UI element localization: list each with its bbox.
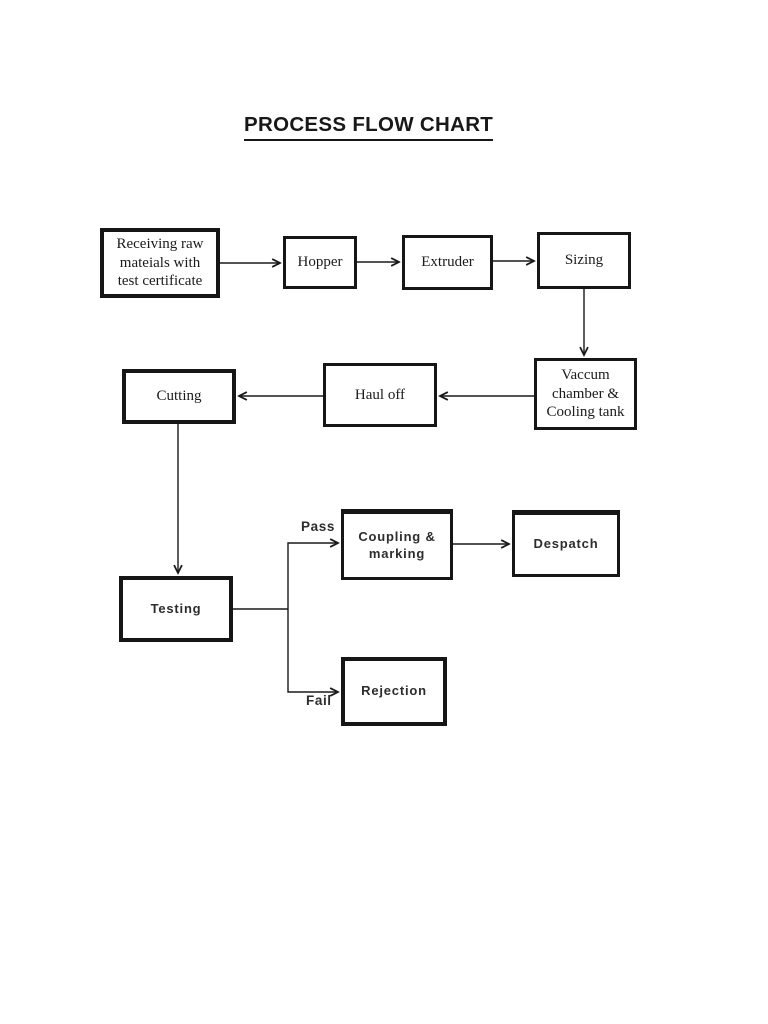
node-label: Extruder — [421, 254, 474, 271]
node-hopper: Hopper — [283, 236, 357, 289]
node-label: Sizing — [564, 252, 604, 269]
node-label: Despatch — [533, 536, 599, 552]
edge-testing-coupling — [287, 543, 338, 609]
node-coupling-marking: Coupling & marking — [341, 509, 453, 580]
node-sizing: Sizing — [537, 232, 631, 289]
node-label: Coupling & marking — [358, 529, 436, 561]
node-label: Receiving raw mateials with test certifi… — [116, 235, 204, 290]
node-label: Vaccum chamber & Cooling tank — [546, 366, 625, 421]
node-despatch: Despatch — [512, 510, 620, 577]
node-haul-off: Haul off — [323, 363, 437, 427]
node-rejection: Rejection — [341, 657, 447, 726]
node-label: Rejection — [361, 683, 427, 699]
node-testing: Testing — [119, 576, 233, 642]
edge-testing-rejection — [287, 609, 338, 692]
edge-label-fail: Fail — [306, 693, 332, 708]
node-extruder: Extruder — [402, 235, 493, 290]
node-label: Hopper — [297, 254, 343, 271]
edge-label-pass: Pass — [301, 519, 335, 534]
node-label: Haul off — [354, 386, 406, 403]
node-vaccum-chamber-cooling-tank: Vaccum chamber & Cooling tank — [534, 358, 637, 430]
node-receiving-raw-materials: Receiving raw mateials with test certifi… — [100, 228, 220, 298]
node-cutting: Cutting — [122, 369, 236, 424]
node-label: Cutting — [156, 388, 202, 405]
page-title: PROCESS FLOW CHART — [244, 113, 494, 141]
node-label: Testing — [150, 600, 202, 616]
